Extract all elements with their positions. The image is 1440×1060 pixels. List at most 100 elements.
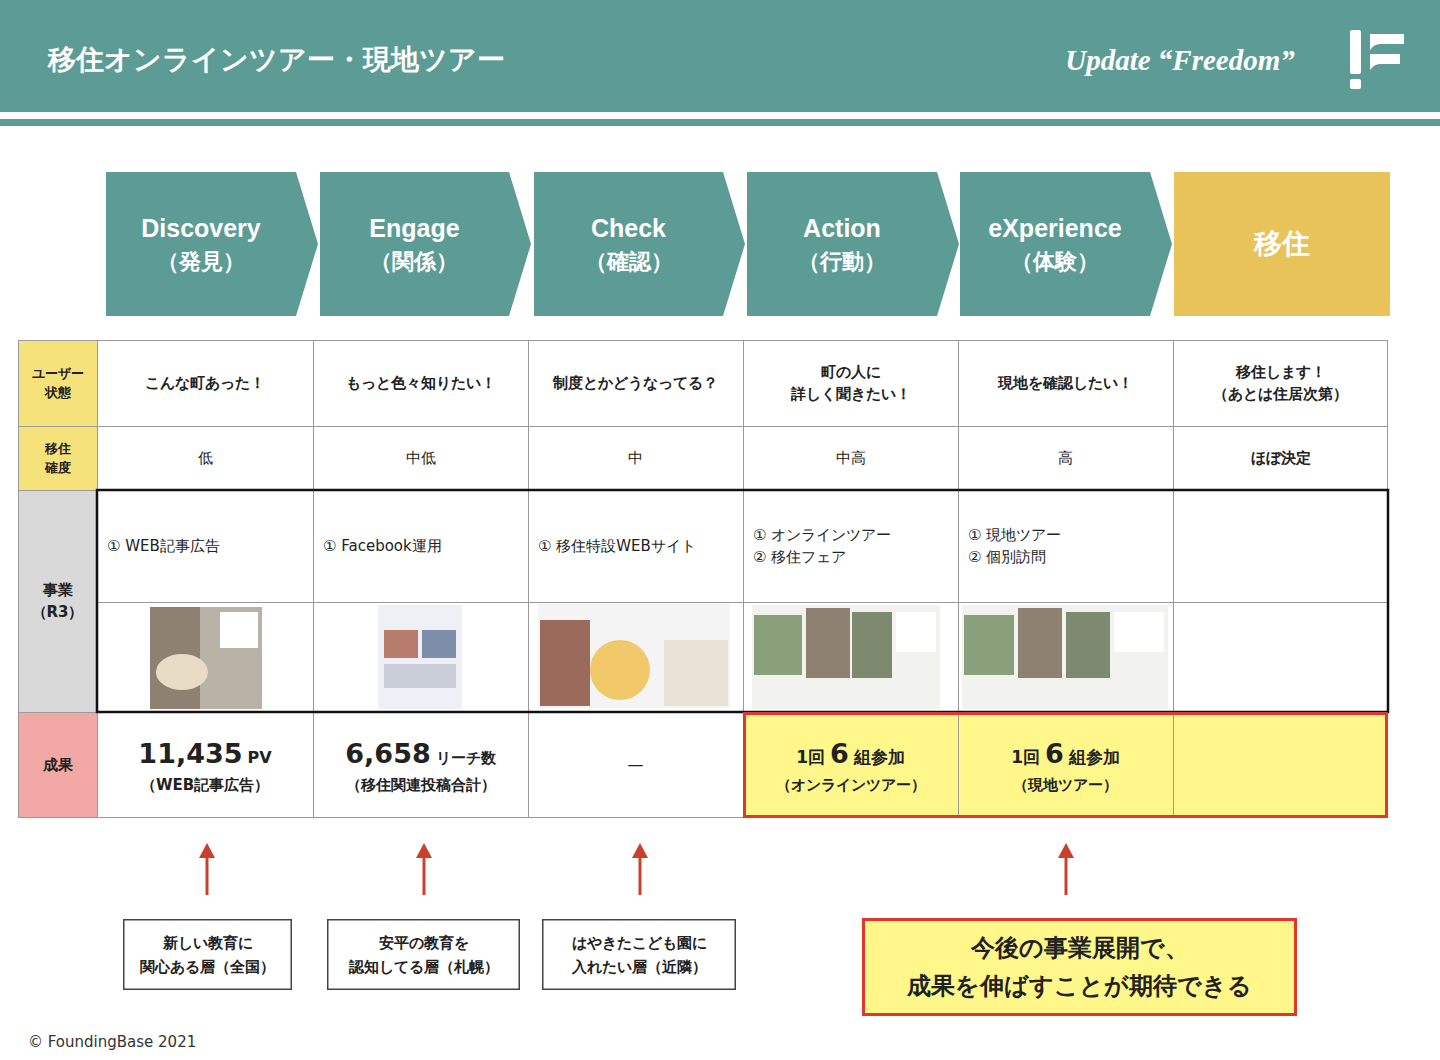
table-cell: 11,435PV（WEB記事広告） <box>97 712 313 818</box>
process-chevron: Check（確認） <box>534 172 745 316</box>
node-content: 今後の事業展開で、 成果を伸ばすことが期待できる <box>902 929 1257 1006</box>
table-cell: 高 <box>958 426 1173 490</box>
cell-line: ① 現地ツアー ② 個別訪問 <box>968 524 1076 569</box>
node-subheading: （関係） <box>370 246 458 278</box>
table-cell: ① WEB記事広告 <box>97 490 313 602</box>
user-state: もっと色々知りたい！ <box>346 372 496 395</box>
node-shape <box>106 172 318 316</box>
table-cell: ① 現地ツアー ② 個別訪問 <box>958 490 1173 602</box>
table-cell: ① 移住特設WEBサイト <box>528 490 743 602</box>
audience-box: はやきたこども園に 入れたい層（近隣） <box>542 919 736 990</box>
cell-line: ① WEB記事広告 <box>107 535 220 558</box>
cell-line: 中高 <box>836 447 866 470</box>
cell-line: 現地を確認したい！ <box>998 372 1133 395</box>
table-cell: 低 <box>97 426 313 490</box>
result-unit: 組参加 <box>854 745 905 771</box>
row-header-fill <box>18 712 97 818</box>
logo-mark <box>1350 30 1404 89</box>
cell-line: （オンラインツアー） <box>776 774 926 797</box>
user-state: 町の人に 詳しく聞きたい！ <box>781 361 921 406</box>
node-outline <box>864 920 1296 1015</box>
node-outline <box>543 920 736 990</box>
project-photos <box>150 604 1168 709</box>
goal-box: 移住 <box>1174 172 1390 316</box>
result-unit: リーチ数 <box>436 747 496 770</box>
project-name: ① 現地ツアー ② 個別訪問 <box>968 524 1076 569</box>
node-heading: Check <box>591 210 666 246</box>
result-unit: 1回 <box>796 745 825 771</box>
cell-line: 6,658 リーチ数 <box>345 734 495 775</box>
table-cell: 町の人に 詳しく聞きたい！ <box>743 340 958 426</box>
row-header-fill <box>18 490 97 712</box>
node-heading: Engage <box>369 210 459 246</box>
user-state: 現地を確認したい！ <box>998 372 1133 395</box>
node-heading: 新しい教育に 関心ある層（全国） <box>134 931 282 979</box>
row-header-fill <box>18 340 97 490</box>
node-heading: 移住 <box>1254 222 1310 267</box>
row-header: 移住 確度 <box>38 439 78 478</box>
pointer-arrows <box>199 843 1074 895</box>
project-name: ① Facebook運用 <box>323 535 442 558</box>
node-outline <box>534 172 745 316</box>
result-frame <box>745 714 1387 817</box>
node-heading: 安平の教育を 認知してる層（札幌） <box>343 931 505 979</box>
result-unit: 組参加 <box>1069 745 1120 771</box>
tagline: Update “Freedom” <box>1065 39 1295 83</box>
process-chevron: Discovery（発見） <box>106 172 318 316</box>
node-outline <box>747 172 959 316</box>
business-frame <box>97 490 1388 712</box>
table-cell: 1回6組参加（現地ツアー） <box>958 712 1173 818</box>
table-cell: ① オンラインツアー ② 移住フェア <box>743 490 958 602</box>
cell-line: 制度とかどうなってる？ <box>553 372 718 395</box>
cell-line: もっと色々知りたい！ <box>346 372 496 395</box>
cell-line: 11,435PV <box>138 734 271 775</box>
node-shape <box>327 919 520 990</box>
node-outline <box>320 172 531 316</box>
cell-line: 高 <box>1058 447 1073 470</box>
header-band <box>0 0 1440 112</box>
result-note: （現地ツアー） <box>1013 774 1118 797</box>
result-note: （移住関連投稿合計） <box>346 774 496 797</box>
node-content: Discovery（発見） <box>141 210 283 278</box>
node-heading: Action <box>803 210 881 246</box>
certainty-level: 中低 <box>406 447 436 470</box>
table-cell: 現地を確認したい！ <box>958 340 1173 426</box>
cell-line: ほぼ決定 <box>1251 447 1311 470</box>
result-unit: PV <box>248 746 272 770</box>
node-heading: はやきたこども園に 入れたい層（近隣） <box>565 931 713 979</box>
result-dash: — <box>628 753 644 777</box>
process-chevron: eXperience（体験） <box>960 172 1172 316</box>
table-cell: 中 <box>528 426 743 490</box>
node-heading: eXperience <box>988 210 1121 246</box>
node-outline <box>328 920 520 990</box>
cell-line: — <box>628 753 644 777</box>
table-grid <box>18 340 1388 818</box>
node-shape <box>542 919 736 990</box>
node-outline <box>1174 172 1390 316</box>
table-cell: Update “Freedom” <box>1030 36 1330 86</box>
audience-box: 新しい教育に 関心ある層（全国） <box>123 919 292 990</box>
cell-line: 成果 <box>43 754 73 777</box>
result-number: 11,435 <box>138 734 242 775</box>
node-content: 安平の教育を 認知してる層（札幌） <box>343 931 505 979</box>
table-cell: 成果 <box>18 712 97 818</box>
cell-line: 町の人に 詳しく聞きたい！ <box>781 361 921 406</box>
result-note: （オンラインツアー） <box>776 774 926 797</box>
node-content: Engage（関係） <box>369 210 481 278</box>
cell-line: 移住します！ （あとは住居次第） <box>1203 361 1359 406</box>
audience-box: 安平の教育を 認知してる層（札幌） <box>327 919 520 990</box>
node-subheading: （行動） <box>798 246 886 278</box>
header-rule <box>0 119 1440 126</box>
result-number: 6,658 <box>345 734 430 775</box>
result-highlight <box>743 712 1388 818</box>
cell-line: 事業 （R3） <box>29 579 87 624</box>
node-shape <box>862 918 1297 1016</box>
table-cell: 移住します！ （あとは住居次第） <box>1173 340 1388 426</box>
node-shape <box>123 919 292 990</box>
process-chevron: Engage（関係） <box>320 172 531 316</box>
table-cell: 中低 <box>313 426 528 490</box>
table-cell: — <box>528 712 743 818</box>
cell-line: （現地ツアー） <box>1013 774 1118 797</box>
cell-line: 中 <box>628 447 643 470</box>
